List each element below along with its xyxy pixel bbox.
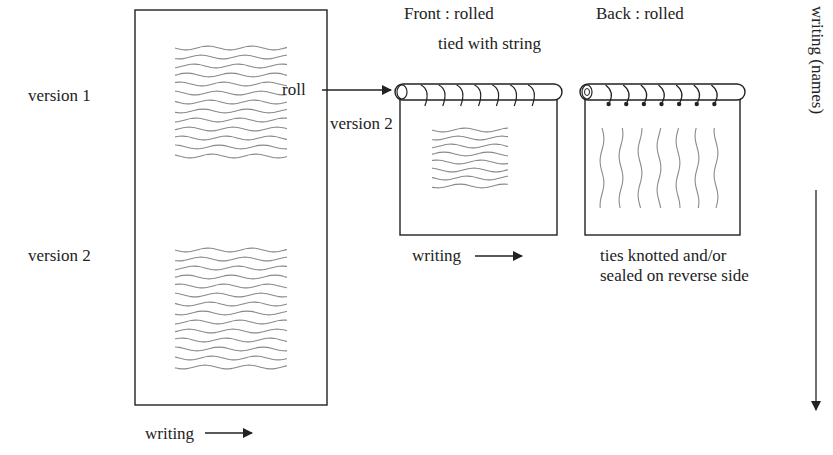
writing-direction-arrow	[475, 255, 522, 256]
note-label: ties knotted and/or sealed on reverse si…	[600, 246, 770, 285]
version-label: version 2	[28, 246, 91, 266]
writing-label: writing	[412, 246, 461, 266]
back-rolled-sheet	[585, 94, 740, 235]
version-2-writing	[432, 128, 508, 188]
front-rolled-sheet	[400, 94, 557, 235]
vertical-label: writing (names)	[807, 6, 827, 114]
roll	[580, 84, 745, 106]
version-2-writing	[175, 248, 287, 369]
writing-direction-arrow	[815, 190, 816, 410]
roll	[395, 84, 562, 106]
version-1-writing	[175, 46, 287, 158]
roll-pointer-arrow	[322, 89, 391, 90]
vertical-writing	[600, 128, 718, 208]
writing-direction-arrow	[205, 432, 252, 433]
version-label: version 2	[330, 114, 393, 134]
view-label: Front : rolled	[404, 4, 494, 24]
writing-label: writing	[145, 424, 194, 444]
document-sheet	[135, 10, 327, 405]
version-label: version 1	[28, 86, 91, 106]
roll-label: roll	[282, 80, 306, 100]
view-label: Back : rolled	[596, 4, 684, 24]
string-label: tied with string	[438, 34, 541, 54]
